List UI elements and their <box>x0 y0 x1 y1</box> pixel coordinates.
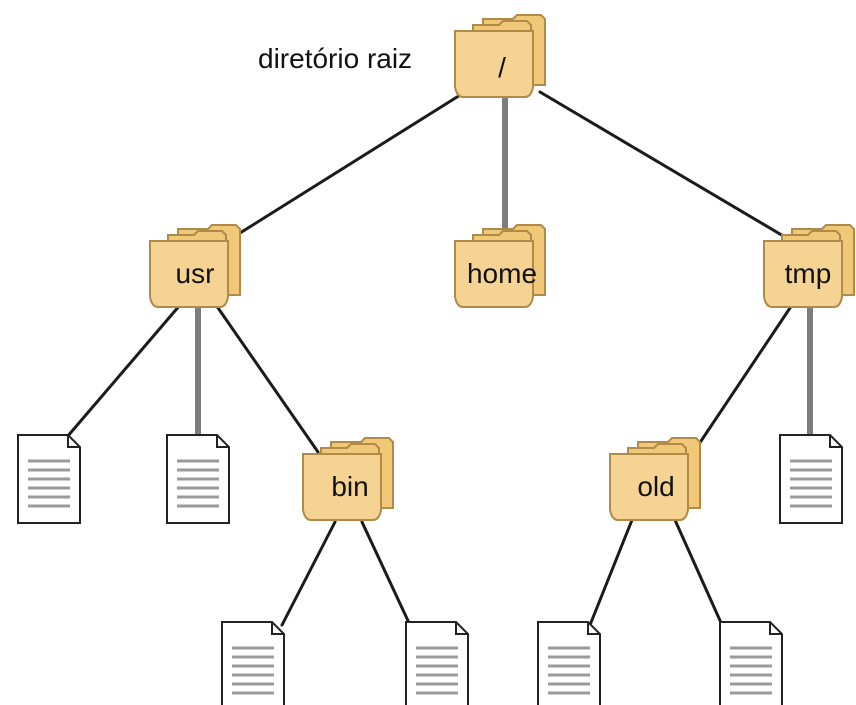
folder-usr[interactable]: usr <box>149 224 241 308</box>
file-usr-2[interactable] <box>166 434 230 524</box>
edge-root-usr <box>230 90 467 240</box>
file-old-1[interactable] <box>537 621 601 705</box>
document-icon <box>166 434 230 524</box>
folder-icon <box>302 437 394 521</box>
document-icon <box>719 621 783 705</box>
edge-old-file6 <box>673 518 724 627</box>
edge-old-file5 <box>588 518 634 627</box>
folder-label-root: / <box>498 52 506 83</box>
document-icon <box>17 434 81 524</box>
edge-bin-file4 <box>360 520 412 627</box>
folder-icon <box>763 224 855 308</box>
folder-bin[interactable]: bin <box>302 437 394 521</box>
edge-usr-file1 <box>65 303 182 439</box>
edge-tmp-old <box>693 303 794 452</box>
document-icon <box>405 621 469 705</box>
edge-usr-bin <box>214 303 320 454</box>
edge-bin-file3 <box>280 520 337 627</box>
folder-label-bin: bin <box>331 471 368 502</box>
folder-home[interactable]: home <box>454 224 546 308</box>
document-icon <box>221 621 285 705</box>
folder-tmp[interactable]: tmp <box>763 224 855 308</box>
tree-edges <box>65 90 813 627</box>
folder-icon <box>149 224 241 308</box>
document-icon <box>537 621 601 705</box>
folder-label-usr: usr <box>176 258 215 289</box>
folder-old[interactable]: old <box>609 437 701 521</box>
folder-icon <box>609 437 701 521</box>
file-usr-1[interactable] <box>17 434 81 524</box>
root-caption: diretório raiz <box>258 43 412 74</box>
file-bin-2[interactable] <box>405 621 469 705</box>
file-old-2[interactable] <box>719 621 783 705</box>
folder-icon <box>454 224 546 308</box>
file-bin-1[interactable] <box>221 621 285 705</box>
folder-icon <box>454 14 546 98</box>
folder-label-tmp: tmp <box>785 258 832 289</box>
edge-root-tmp <box>538 90 792 242</box>
folder-label-old: old <box>637 471 674 502</box>
document-icon <box>779 434 843 524</box>
folder-root[interactable]: / <box>454 14 546 98</box>
file-tmp-1[interactable] <box>779 434 843 524</box>
folder-label-home: home <box>467 258 537 289</box>
